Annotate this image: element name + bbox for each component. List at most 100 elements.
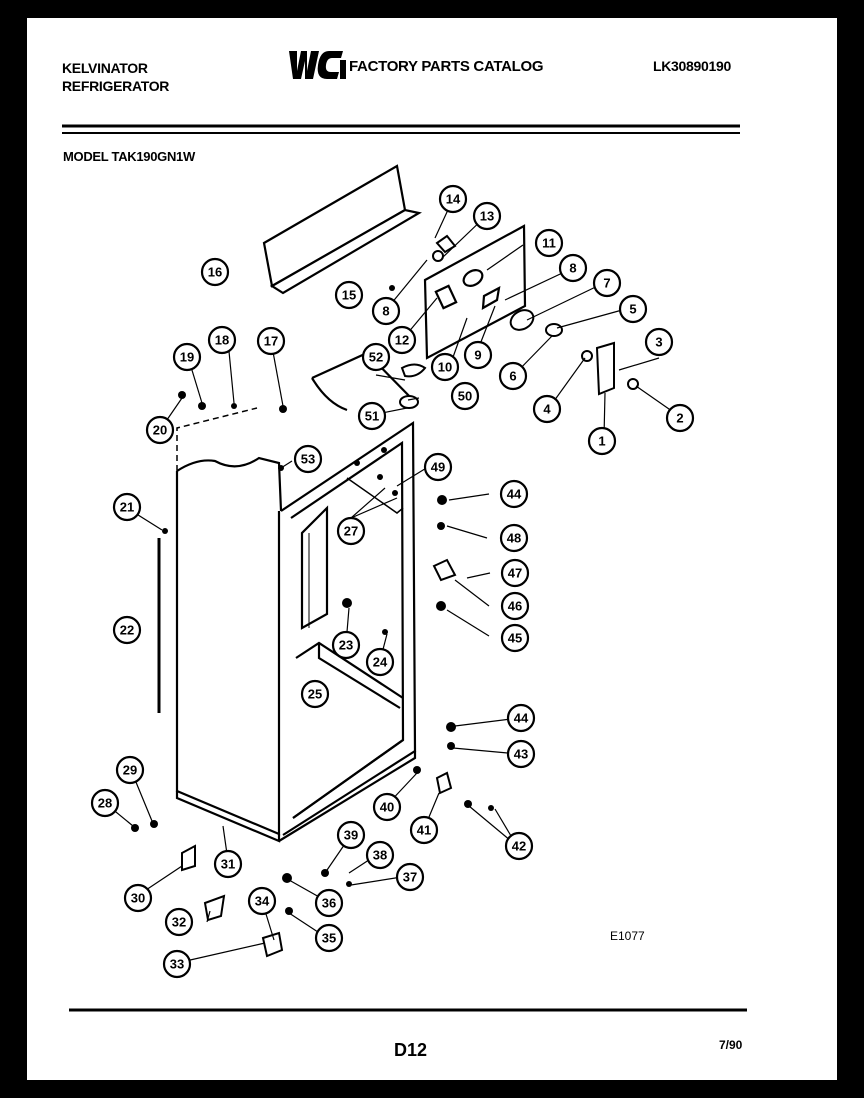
svg-text:34: 34 [255,894,270,909]
svg-text:43: 43 [514,747,528,762]
parts-catalog-sheet: KELVINATOR REFRIGERATOR FACTORY PARTS CA… [27,18,837,1080]
callout-29: 29 [115,755,145,785]
callout-44: 44 [506,703,536,733]
callout-18: 18 [207,325,237,355]
callout-43: 43 [506,739,536,769]
svg-text:21: 21 [120,500,134,515]
svg-text:42: 42 [512,839,526,854]
svg-text:49: 49 [431,460,445,475]
svg-text:41: 41 [417,823,431,838]
callout-44: 44 [499,479,529,509]
page-code: D12 [394,1040,428,1060]
callout-27: 27 [336,516,366,546]
svg-text:17: 17 [264,334,278,349]
callout-34: 34 [247,886,277,916]
svg-text:23: 23 [339,638,353,653]
svg-text:45: 45 [508,631,522,646]
callout-7: 7 [592,268,622,298]
svg-text:28: 28 [98,796,112,811]
callout-47: 47 [500,558,530,588]
svg-text:16: 16 [208,265,222,280]
svg-text:51: 51 [365,409,379,424]
control-panel-plate [423,224,527,360]
svg-text:44: 44 [507,487,522,502]
header-rules [62,124,740,134]
callout-40: 40 [372,792,402,822]
callout-46: 46 [500,591,530,621]
callout-16: 16 [200,257,230,287]
svg-text:53: 53 [301,452,315,467]
callout-10: 10 [430,352,460,382]
callout-4: 4 [532,394,562,424]
callout-35: 35 [314,923,344,953]
svg-text:11: 11 [542,236,556,251]
fasteners [131,285,494,915]
svg-text:38: 38 [373,848,387,863]
callout-17: 17 [256,326,286,356]
callout-3: 3 [644,327,674,357]
callout-20: 20 [145,415,175,445]
svg-text:9: 9 [474,348,481,363]
svg-text:25: 25 [308,687,322,702]
svg-text:20: 20 [153,423,167,438]
callout-25: 25 [300,679,330,709]
callout-28: 28 [90,788,120,818]
svg-text:4: 4 [543,402,551,417]
callout-21: 21 [112,492,142,522]
svg-text:44: 44 [514,711,529,726]
svg-text:22: 22 [120,623,134,638]
svg-text:10: 10 [438,360,452,375]
callout-24: 24 [365,647,395,677]
svg-text:39: 39 [344,828,358,843]
svg-text:48: 48 [507,531,521,546]
product-type: REFRIGERATOR [62,78,170,94]
callout-45: 45 [500,623,530,653]
callout-33: 33 [162,949,192,979]
callout-50: 50 [450,381,480,411]
svg-text:31: 31 [221,857,235,872]
callout-8: 8 [558,253,588,283]
callout-48: 48 [499,523,529,553]
svg-text:14: 14 [446,192,461,207]
svg-text:7: 7 [603,276,610,291]
svg-text:5: 5 [629,302,636,317]
callout-2: 2 [665,403,695,433]
callout-30: 30 [123,883,153,913]
svg-text:8: 8 [382,304,389,319]
callout-8: 8 [371,296,401,326]
refrigerator-cabinet [175,351,417,843]
callout-markers: 1 2 3 4 5 6 7 8 8 9 10 11 12 13 14 15 16… [90,184,695,979]
callout-37: 37 [395,862,425,892]
callout-52: 52 [361,342,391,372]
callout-31: 31 [213,849,243,879]
svg-text:8: 8 [569,261,576,276]
svg-text:40: 40 [380,800,394,815]
brand-name: KELVINATOR [62,60,148,76]
svg-text:1: 1 [598,434,605,449]
svg-text:13: 13 [480,209,494,224]
callout-23: 23 [331,630,361,660]
callout-42: 42 [504,831,534,861]
callout-22: 22 [112,615,142,645]
callout-41: 41 [409,815,439,845]
svg-text:6: 6 [509,369,516,384]
revision-date: 7/90 [719,1038,743,1052]
svg-text:52: 52 [369,350,383,365]
svg-text:32: 32 [172,915,186,930]
top-trim-panel [262,164,422,295]
catalog-number: LK30890190 [653,58,731,74]
svg-text:15: 15 [342,288,356,303]
wci-logo [289,51,346,79]
svg-text:35: 35 [322,931,336,946]
svg-text:19: 19 [180,350,194,365]
svg-text:47: 47 [508,566,522,581]
small-parts [181,234,639,958]
exploded-parts-diagram: 1 2 3 4 5 6 7 8 8 9 10 11 12 13 14 15 16… [62,124,747,1012]
svg-text:2: 2 [676,411,683,426]
model-number: MODEL TAK190GN1W [63,149,195,164]
catalog-title: FACTORY PARTS CATALOG [349,58,544,75]
callout-19: 19 [172,342,202,372]
svg-text:3: 3 [655,335,662,350]
callout-5: 5 [618,294,648,324]
callout-6: 6 [498,361,528,391]
